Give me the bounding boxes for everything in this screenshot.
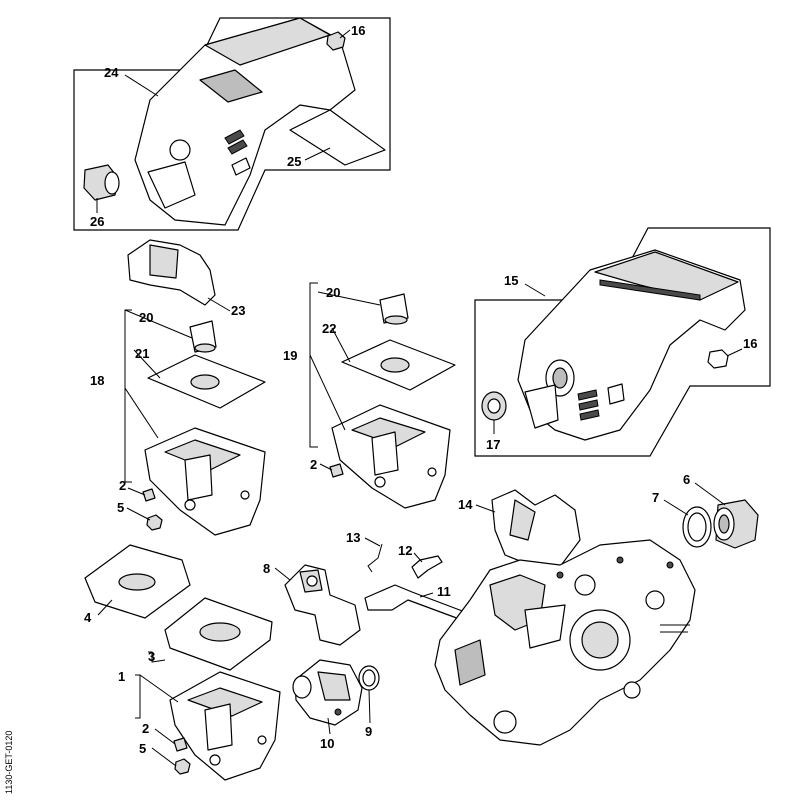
intake-bracket-part <box>284 564 361 646</box>
clip-middle-part <box>329 463 344 478</box>
air-box-left-part <box>144 427 266 536</box>
callout-26: 26 <box>90 214 104 229</box>
callout-2-upper-left: 2 <box>119 478 126 493</box>
callout-15: 15 <box>504 273 518 288</box>
callout-3: 3 <box>148 649 155 664</box>
callout-20-middle: 20 <box>326 285 340 300</box>
callout-16-top: 16 <box>351 23 365 38</box>
callout-4: 4 <box>84 610 92 625</box>
knob-right-part <box>481 391 507 421</box>
callout-14: 14 <box>458 497 473 512</box>
leader-lines <box>96 29 743 767</box>
clip-left-upper-part <box>142 488 156 502</box>
air-box-middle-part <box>331 404 451 509</box>
heat-shield-part <box>491 489 581 581</box>
plate-part <box>289 109 386 166</box>
callout-16-right: 16 <box>743 336 757 351</box>
callout-20-left: 20 <box>139 310 153 325</box>
callout-9: 9 <box>365 724 372 739</box>
nut-top-part <box>326 31 346 51</box>
callout-2-lower: 2 <box>142 721 149 736</box>
carburetor-part <box>292 659 363 726</box>
intake-sleeve-part <box>713 499 759 549</box>
knob-part <box>83 164 120 201</box>
callout-11: 11 <box>437 584 451 599</box>
callout-23: 23 <box>231 303 245 318</box>
grommet-middle-part <box>379 293 409 325</box>
callout-22: 22 <box>322 321 336 336</box>
shaft-part <box>364 584 469 622</box>
callout-2-middle: 2 <box>310 457 317 472</box>
callout-8: 8 <box>263 561 270 576</box>
callout-labels: 24 16 25 26 15 16 17 23 20 21 18 2 5 20 … <box>84 23 757 756</box>
callout-5-upper-left: 5 <box>117 500 124 515</box>
grommet-left-part <box>189 320 217 353</box>
seal-ring-part <box>682 506 712 548</box>
callout-13: 13 <box>346 530 360 545</box>
air-box-lower-part <box>169 671 281 781</box>
callout-19: 19 <box>283 348 297 363</box>
drawing-code: 1130-GET-0120 <box>4 731 14 794</box>
filter-plate-left-part <box>147 354 266 409</box>
callout-12: 12 <box>398 543 412 558</box>
ring-part <box>358 665 380 691</box>
callout-24: 24 <box>104 65 119 80</box>
callout-10: 10 <box>320 736 334 751</box>
filter-plate-middle-part <box>341 339 456 391</box>
nut-lower-part <box>174 758 191 775</box>
engine-housing-part <box>434 539 696 746</box>
side-cover-part <box>517 249 746 441</box>
callout-18: 18 <box>90 373 104 388</box>
rod-part <box>367 543 383 573</box>
callout-25: 25 <box>287 154 301 169</box>
baffle-part <box>127 239 216 306</box>
top-shroud-part <box>134 17 356 226</box>
callout-1: 1 <box>118 669 125 684</box>
filter-pad-part <box>84 544 191 619</box>
gasket-part <box>164 597 273 671</box>
callout-5-lower: 5 <box>139 741 146 756</box>
lever-part <box>411 555 443 579</box>
nut-left-upper-part <box>146 514 163 531</box>
callout-17: 17 <box>486 437 500 452</box>
callout-6: 6 <box>683 472 690 487</box>
clip-lower-part <box>173 737 188 752</box>
nut-right-part <box>707 349 729 369</box>
callout-21: 21 <box>135 346 149 361</box>
callout-7: 7 <box>652 490 659 505</box>
